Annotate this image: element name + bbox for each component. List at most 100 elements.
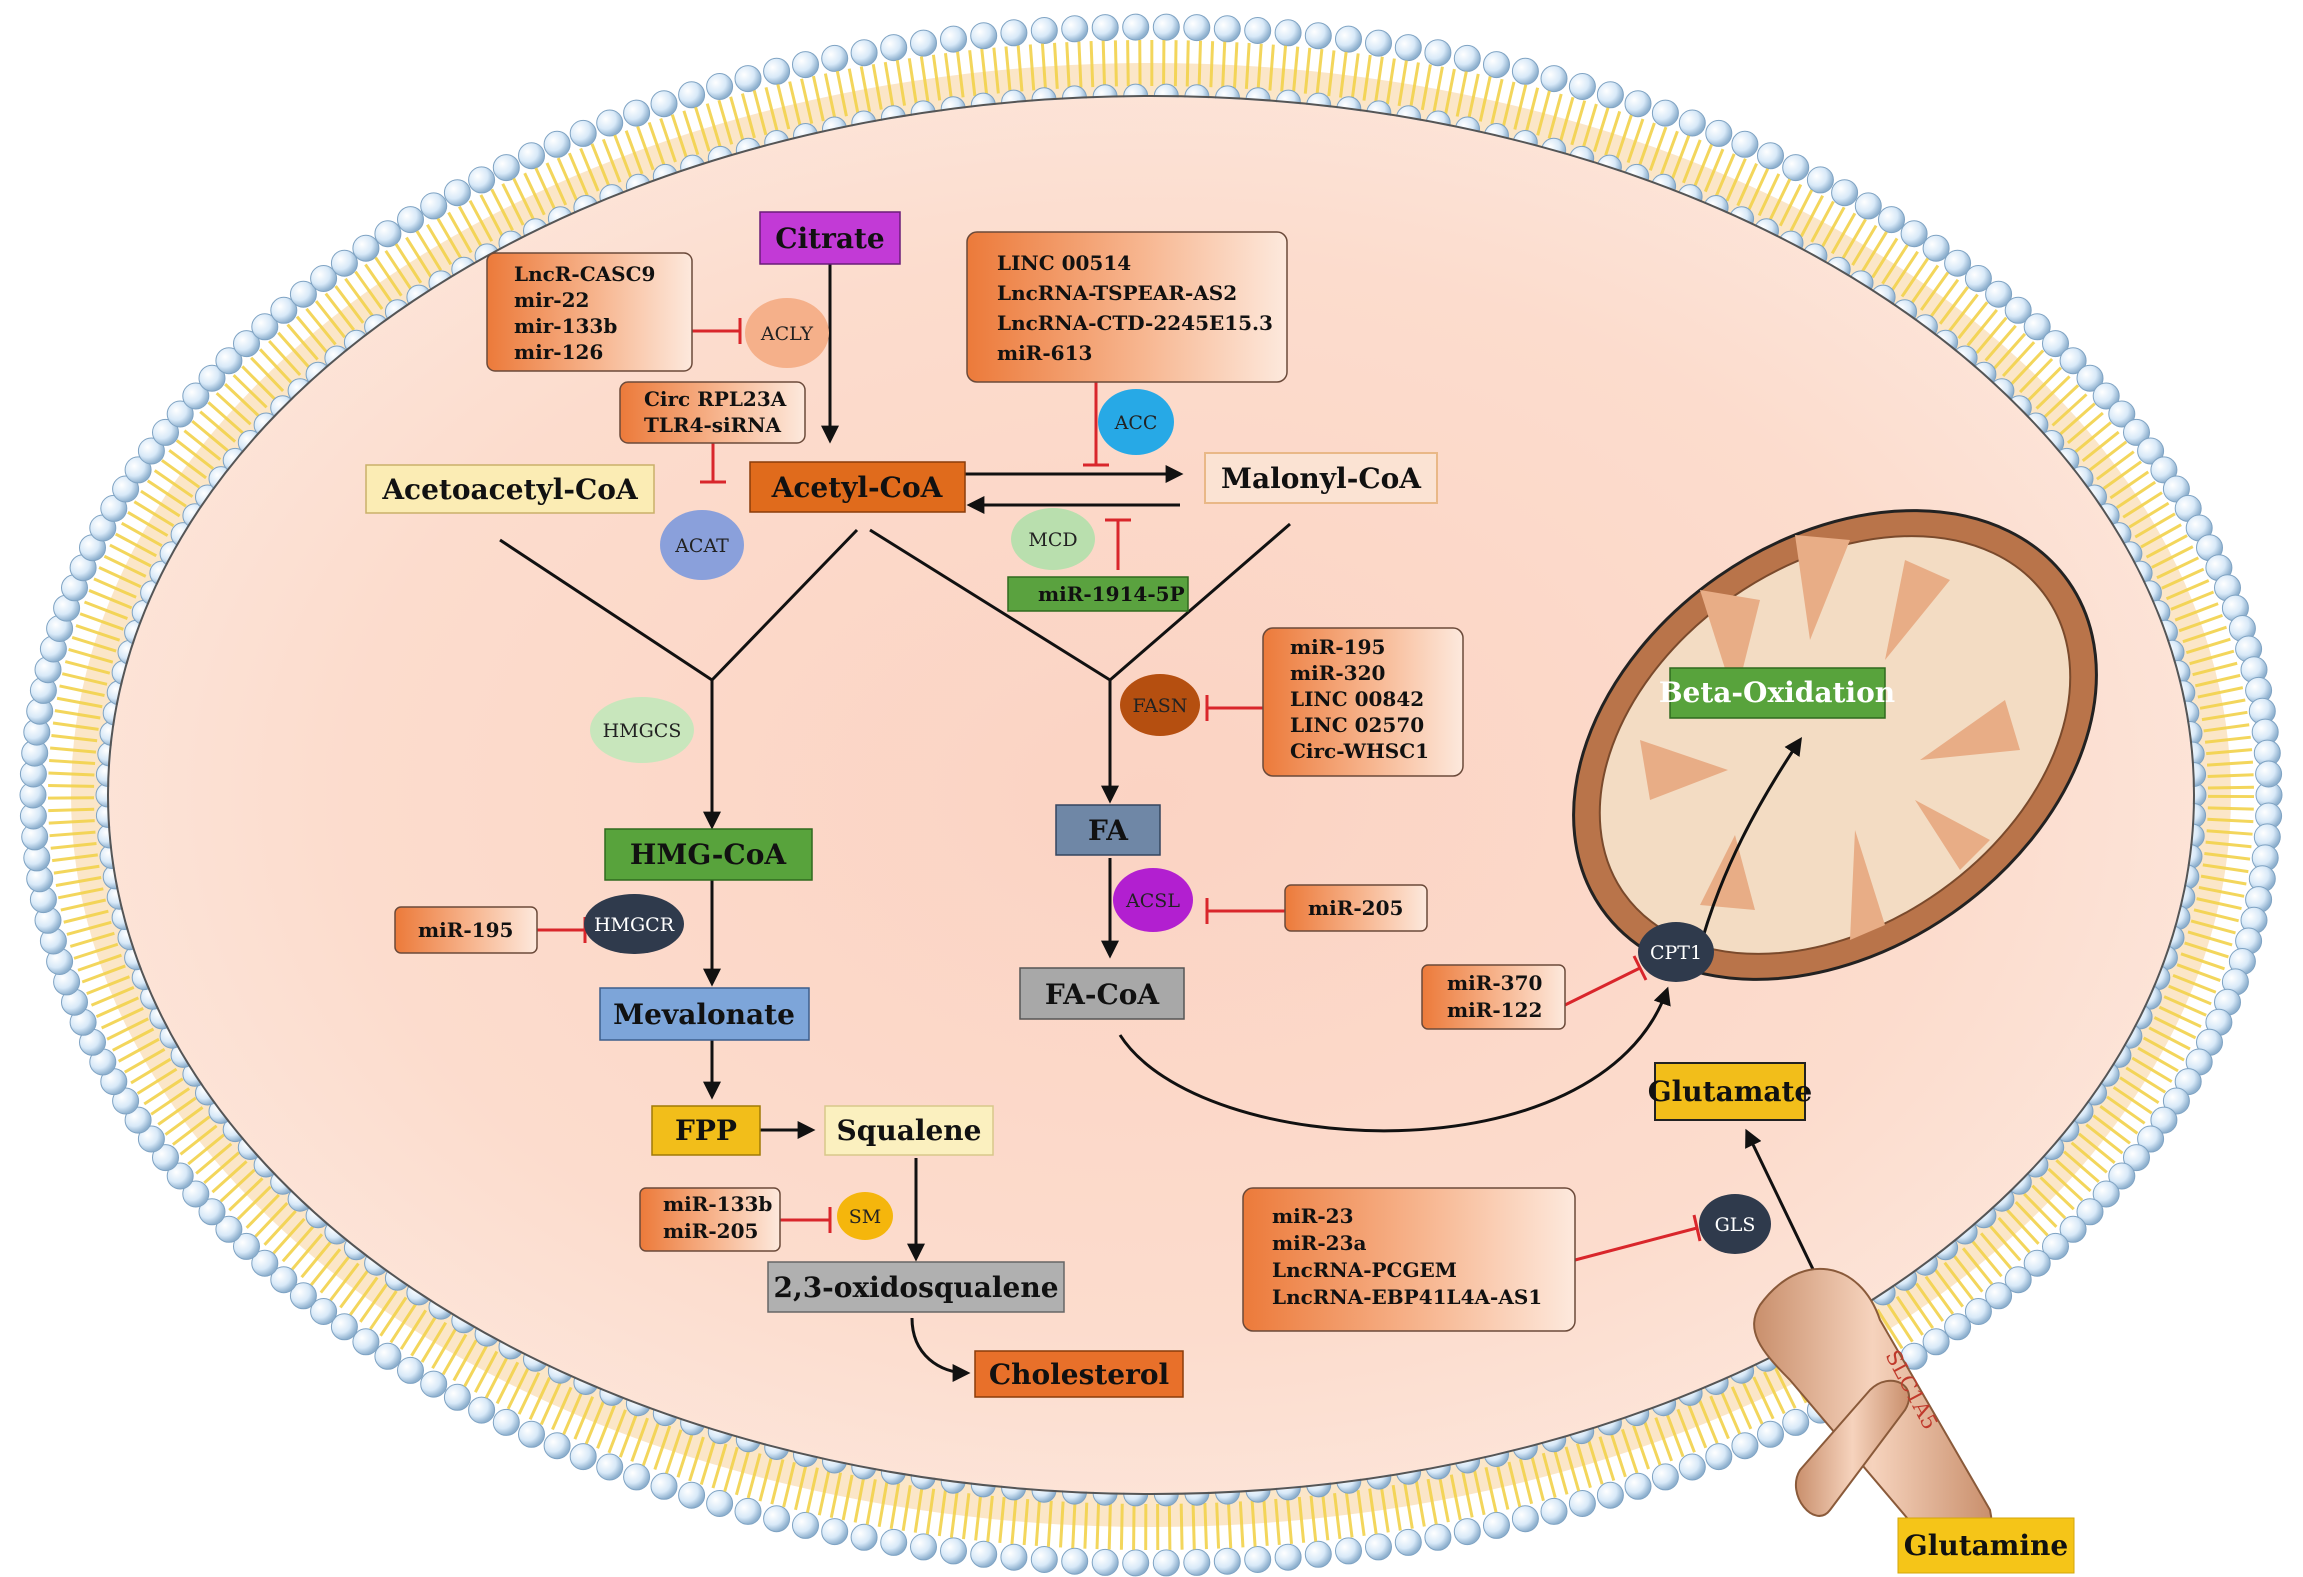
inhibition-lines xyxy=(537,318,1702,1262)
membrane-head xyxy=(492,1408,520,1436)
membrane-head xyxy=(1000,19,1028,47)
membrane-head xyxy=(1651,1463,1679,1491)
metabolite-fpp: FPP xyxy=(651,1105,761,1156)
membrane-head xyxy=(1540,65,1568,93)
membrane-head xyxy=(1757,1420,1784,1448)
membrane-head xyxy=(270,296,298,324)
membrane-head xyxy=(792,1511,819,1539)
membrane-head xyxy=(352,234,380,262)
membrane-head xyxy=(1782,154,1810,182)
regulator-text: LINC 00514 xyxy=(997,251,1131,275)
metabolite-acetyl-coa: Acetyl-CoA xyxy=(749,461,966,513)
regulator-text: miR-195 xyxy=(418,918,513,942)
membrane-head xyxy=(1091,1548,1119,1576)
membrane-head xyxy=(518,142,545,170)
membrane-head xyxy=(706,73,734,100)
membrane-head xyxy=(1731,130,1759,158)
membrane-head xyxy=(1624,90,1652,118)
membrane-head xyxy=(492,154,520,182)
metabolite-squalene: Squalene xyxy=(824,1105,994,1156)
membrane-head xyxy=(569,1443,597,1471)
metabolite-glutamate: Glutamate xyxy=(1648,1062,1812,1121)
enzyme-label: ACLY xyxy=(760,323,814,345)
membrane-head xyxy=(2076,1198,2104,1226)
enzyme-acat: ACAT xyxy=(660,510,744,580)
membrane-head xyxy=(2137,1125,2165,1153)
membrane-head xyxy=(1213,15,1241,43)
membrane-head xyxy=(706,1490,734,1517)
membrane-head xyxy=(1000,1543,1028,1571)
metabolite-label: Cholesterol xyxy=(989,1358,1169,1391)
membrane-head xyxy=(1944,249,1972,277)
membrane-head xyxy=(1424,1523,1452,1551)
membrane-head xyxy=(623,1463,651,1491)
enzyme-acsl: ACSL xyxy=(1113,868,1193,932)
regulator-text: Circ RPL23A xyxy=(644,387,787,411)
metabolite-label: Acetoacetyl-CoA xyxy=(381,473,639,506)
membrane-head xyxy=(650,90,678,118)
membrane-head xyxy=(850,39,878,67)
metabolite-label: Beta-Oxidation xyxy=(1659,676,1895,709)
metabolite-label: Malonyl-CoA xyxy=(1221,462,1422,495)
membrane-head xyxy=(198,1198,226,1226)
enzyme-fasn: FASN xyxy=(1120,674,1200,736)
membrane-head xyxy=(1030,1546,1058,1573)
membrane-outer-heads xyxy=(19,13,2283,1577)
enzyme-label: HMGCR xyxy=(594,914,675,936)
membrane-head xyxy=(352,1328,380,1356)
metabolite-cholesterol: Cholesterol xyxy=(974,1350,1184,1398)
membrane-head xyxy=(1596,1481,1624,1509)
metabolite-citrate: Citrate xyxy=(759,211,901,265)
regulator-text: mir-133b xyxy=(514,314,617,338)
membrane-head xyxy=(1922,1328,1950,1356)
membrane-head xyxy=(166,400,194,428)
membrane-head xyxy=(518,1420,545,1448)
membrane-head xyxy=(2092,1180,2120,1208)
membrane-head xyxy=(734,65,762,93)
membrane-head xyxy=(2108,400,2136,428)
membrane-head xyxy=(443,179,471,207)
regulator-acc-box: LINC 00514 LncRNA-TSPEAR-AS2 LncRNA-CTD-… xyxy=(966,231,1288,383)
metabolite-label: Glutamine xyxy=(1904,1529,2068,1562)
membrane-head xyxy=(763,57,791,85)
membrane-head xyxy=(251,1249,279,1277)
membrane-head xyxy=(137,1125,165,1153)
membrane-head xyxy=(596,109,624,137)
membrane-head xyxy=(1568,73,1596,100)
membrane-head xyxy=(2150,456,2178,484)
membrane-head xyxy=(678,1481,706,1509)
metabolite-label: HMG-CoA xyxy=(630,838,787,871)
metabolite-malonyl-coa: Malonyl-CoA xyxy=(1204,452,1438,504)
membrane-head xyxy=(289,1282,317,1310)
metabolite-label: FA xyxy=(1088,814,1129,847)
enzyme-label: GLS xyxy=(1715,1214,1756,1236)
membrane-head xyxy=(374,1342,402,1370)
regulator-text: LncRNA-CTD-2245E15.3 xyxy=(997,311,1273,335)
metabolite-label: 2,3-oxidosqualene xyxy=(773,1271,1058,1304)
regulator-text: miR-122 xyxy=(1447,998,1542,1022)
membrane-head xyxy=(1244,1546,1272,1573)
membrane-head xyxy=(1985,280,2013,308)
membrane-head xyxy=(2042,330,2069,358)
membrane-head xyxy=(1152,1549,1180,1577)
metabolite-beta-oxidation: Beta-Oxidation xyxy=(1659,667,1895,719)
membrane-head xyxy=(137,437,165,465)
regulator-text: TLR4-siRNA xyxy=(644,413,782,437)
metabolite-label: Squalene xyxy=(837,1114,982,1147)
enzyme-label: SM xyxy=(849,1206,881,1228)
enzyme-label: MCD xyxy=(1028,529,1077,551)
membrane-head xyxy=(1244,17,1272,44)
membrane-head xyxy=(374,220,402,248)
regulator-text: miR-205 xyxy=(1308,896,1403,920)
membrane-head xyxy=(182,382,210,410)
metabolite-fa: FA xyxy=(1055,804,1161,856)
enzyme-label: FASN xyxy=(1133,695,1188,717)
membrane-head xyxy=(850,1523,878,1551)
membrane-head xyxy=(1964,1298,1992,1325)
membrane-head xyxy=(215,347,243,375)
membrane-head xyxy=(910,29,937,57)
regulator-text: LINC 02570 xyxy=(1290,713,1424,737)
membrane-head xyxy=(468,1396,496,1424)
membrane-head xyxy=(543,130,571,158)
metabolite-acetoacetyl-coa: Acetoacetyl-CoA xyxy=(365,464,655,514)
